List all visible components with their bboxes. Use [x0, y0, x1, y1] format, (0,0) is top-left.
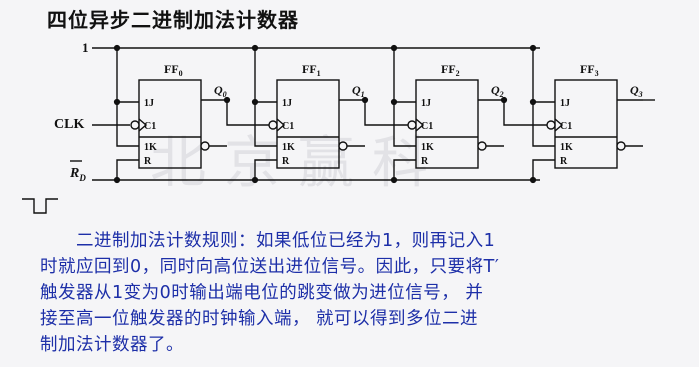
pin-1k-label: 1K — [144, 142, 157, 153]
pin-1j-label: 1J — [144, 98, 154, 109]
description-line: 制加法计数器了。 — [40, 335, 184, 355]
qbar-bubble — [477, 141, 487, 151]
ripple-carry-wire — [364, 100, 408, 126]
pin-c1-label: C1 — [421, 121, 433, 132]
clock-inversion-bubble — [407, 120, 417, 130]
clock-inversion-bubble — [546, 120, 556, 130]
pin-1j-label: 1J — [421, 98, 431, 109]
flipflop-title: FF1 — [302, 62, 321, 78]
clock-inversion-bubble — [130, 120, 140, 130]
description-text: 二进制加法计数规则：如果低位已经为1，则再记入1 时就应回到0，同时向高位送出进位… — [40, 228, 690, 358]
qbar-bubble — [616, 141, 626, 151]
j-input-wire — [116, 48, 139, 103]
pin-c1-label: C1 — [560, 121, 572, 132]
ripple-carry-wire — [226, 100, 269, 126]
pin-1k-label: 1K — [421, 142, 434, 153]
r-input-wire — [254, 159, 277, 180]
pin-r-label: R — [282, 156, 290, 167]
pin-1j-label: 1J — [282, 98, 292, 109]
rd-label: RD — [69, 166, 86, 183]
k-input-wire — [393, 102, 416, 147]
q-output-label: Q3 — [630, 83, 643, 99]
description-line: 触发器从1变为0时输出端电位的跳变做为进位信号， 并 — [40, 283, 484, 303]
clock-triangle — [554, 118, 564, 132]
flipflop-title: FF0 — [164, 62, 183, 78]
pin-1k-label: 1K — [282, 142, 295, 153]
k-input-wire — [532, 102, 555, 147]
qbar-bubble — [200, 141, 210, 151]
j-input-wire — [532, 48, 555, 103]
q-output-label: Q1 — [352, 83, 365, 99]
pin-c1-label: C1 — [282, 121, 294, 132]
qbar-bubble — [338, 141, 348, 151]
pin-r-label: R — [560, 156, 568, 167]
pin-c1-label: C1 — [144, 121, 156, 132]
j-input-wire — [254, 48, 277, 103]
clock-triangle — [276, 118, 286, 132]
pin-1j-label: 1J — [560, 98, 570, 109]
flipflop-group: FF0Q01JC11KRFF1Q11JC11KRFF2Q21JC11KRFF3Q… — [113, 44, 655, 184]
pin-r-label: R — [421, 156, 429, 167]
description-line: 接至高一位触发器的时钟输入端， 就可以得到多位二进 — [40, 309, 479, 329]
k-input-wire — [254, 102, 277, 147]
flipflop-title: FF3 — [580, 62, 599, 78]
r-input-wire — [116, 159, 139, 180]
clock-inversion-bubble — [268, 120, 278, 130]
page-title: 四位异步二进制加法计数器 — [47, 8, 299, 32]
r-input-wire — [393, 159, 416, 180]
j-input-wire — [393, 48, 416, 103]
pin-r-label: R — [144, 156, 152, 167]
input-1-label: 1 — [82, 40, 89, 55]
clk-label: CLK — [54, 117, 84, 132]
ripple-carry-wire — [503, 100, 547, 126]
reset-pulse-symbol — [22, 198, 58, 214]
q-output-label: Q2 — [491, 83, 504, 99]
r-input-wire — [532, 159, 555, 180]
watermark: 北京赢科 — [150, 131, 446, 196]
k-input-wire — [116, 102, 139, 147]
pin-1k-label: 1K — [560, 142, 573, 153]
description-line: 时就应回到0，同时向高位送出进位信号。因此，只要将T′ — [40, 257, 500, 277]
clock-triangle — [415, 118, 425, 132]
description-line: 二进制加法计数规则：如果低位已经为1，则再记入1 — [40, 231, 496, 251]
flipflop-title: FF2 — [441, 62, 460, 78]
q-output-label: Q0 — [214, 83, 227, 99]
clock-triangle — [138, 118, 148, 132]
